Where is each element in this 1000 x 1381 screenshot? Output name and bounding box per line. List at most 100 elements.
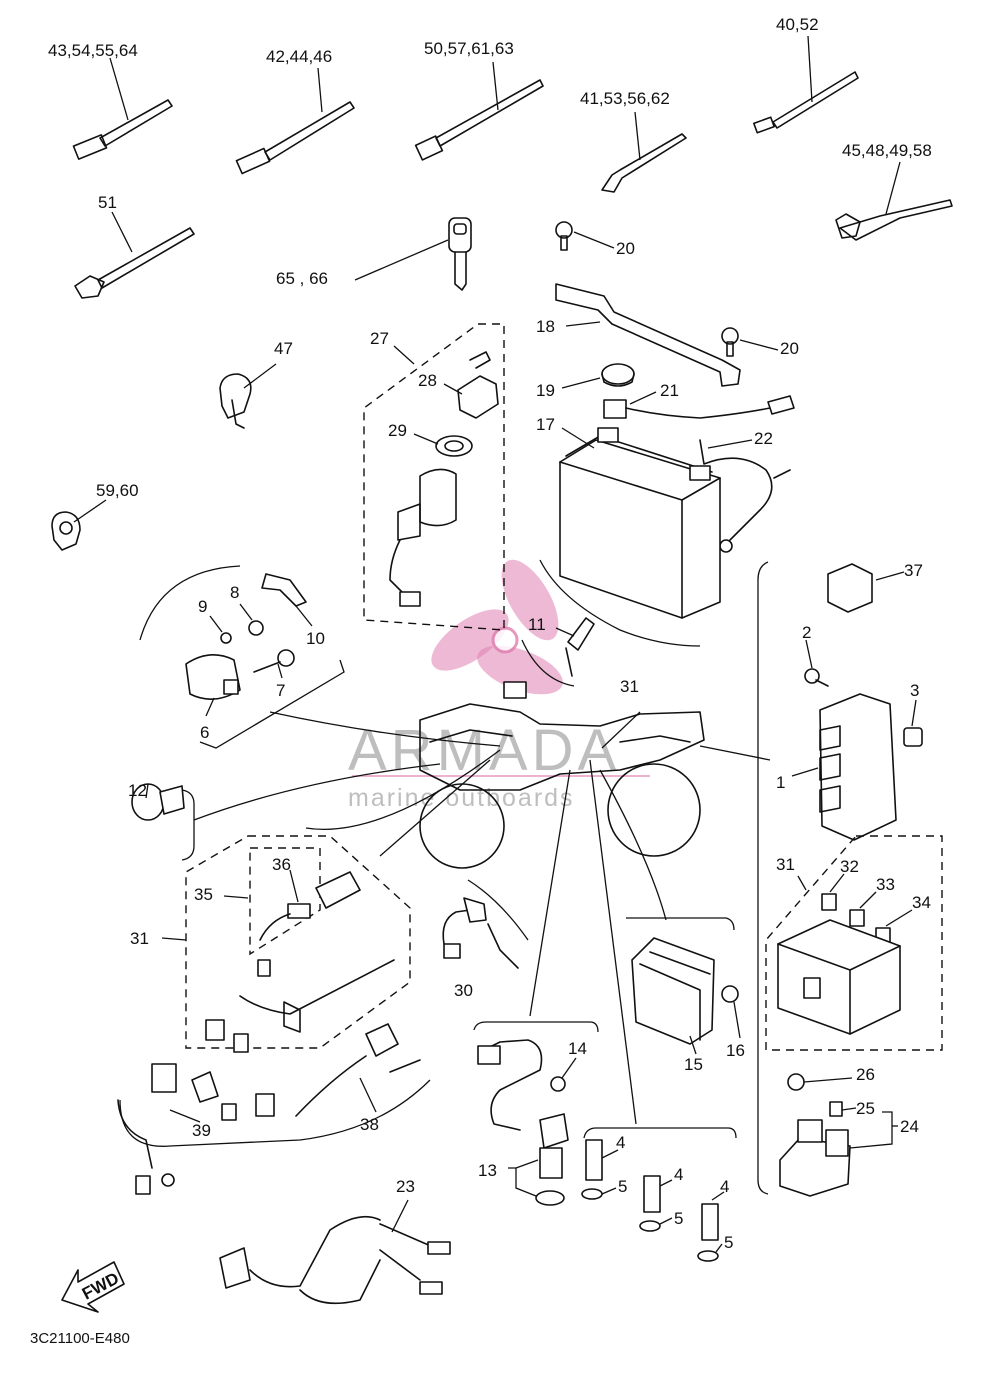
- switch-4-5-set: [581, 1139, 725, 1262]
- battery-cable-21: [603, 391, 795, 419]
- callout-label: 65 , 66: [276, 269, 328, 288]
- callout-label: 21: [660, 381, 679, 400]
- callout-label: 39: [192, 1121, 211, 1140]
- rectifier-bracket: [626, 917, 735, 931]
- grommet-3: [903, 699, 923, 747]
- atv-silhouette: [419, 681, 705, 869]
- callout-label: 27: [370, 329, 389, 348]
- callout-label: 16: [726, 1041, 745, 1060]
- callout-label: 32: [840, 857, 859, 876]
- callout-label: 6: [200, 723, 209, 742]
- callout-label: 8: [230, 583, 239, 602]
- callout-label: 24: [900, 1117, 919, 1136]
- watermark-brand: ARMADA: [348, 718, 620, 783]
- callout-label: 14: [568, 1039, 587, 1058]
- cdi-unit-1: [791, 693, 897, 841]
- callout-label: 4: [616, 1133, 625, 1152]
- callout-label: 29: [388, 421, 407, 440]
- sub-harness-group: [185, 835, 411, 1049]
- callout-label: 35: [194, 885, 213, 904]
- bolt-8: [239, 603, 264, 636]
- callout-label: 25: [856, 1099, 875, 1118]
- thermo-switch-12: [131, 783, 185, 821]
- propeller-logo-icon: [431, 559, 563, 695]
- wire-harness-38: [221, 1023, 421, 1121]
- callout-label: 19: [536, 381, 555, 400]
- callout-label: 34: [912, 893, 931, 912]
- callout-label: 51: [98, 193, 117, 212]
- bolt-20a: [555, 221, 615, 251]
- callout-label: 45,48,49,58: [842, 141, 932, 160]
- callout-label: 42,44,46: [266, 47, 332, 66]
- callout-label: 5: [674, 1209, 683, 1228]
- coil-6: [185, 654, 241, 717]
- switch-bracket: [583, 1127, 737, 1139]
- callout-label: 12: [128, 781, 147, 800]
- callout-label: 7: [276, 681, 285, 700]
- fwd-arrow-icon: FWD: [61, 1261, 125, 1313]
- rectifier-15: [631, 937, 715, 1055]
- callout-label: 10: [306, 629, 325, 648]
- battery-group-bracket: [539, 559, 701, 647]
- callout-label: 5: [618, 1177, 627, 1196]
- cable-tie-4: [753, 35, 859, 134]
- callout-label: 20: [780, 339, 799, 358]
- callout-label: 18: [536, 317, 555, 336]
- cable-tie-6: [835, 161, 953, 241]
- diagram-code: 3C21100-E480: [30, 1330, 130, 1347]
- lead-23: [219, 1199, 451, 1305]
- sub-harness: [205, 869, 395, 1053]
- lead-30-bracket: [467, 879, 529, 941]
- callout-label: 59,60: [96, 481, 139, 500]
- bolt-16: [721, 985, 741, 1039]
- fuse-box-group: [765, 835, 943, 1051]
- callout-label: 17: [536, 415, 555, 434]
- sub-lead-group: [249, 847, 321, 956]
- atv-leaders: [193, 711, 771, 1125]
- lead-30: [442, 897, 519, 969]
- callout-label: 20: [616, 239, 635, 258]
- relay-37: [827, 563, 905, 613]
- cable-tie-2: [235, 67, 355, 175]
- callout-label: 23: [396, 1177, 415, 1196]
- callout-label: 50,57,61,63: [424, 39, 514, 58]
- clamp-47: [219, 363, 277, 429]
- watermark-tagline: marine outboards: [348, 784, 575, 812]
- bolt-20b: [721, 327, 779, 357]
- callout-label: 15: [684, 1055, 703, 1074]
- callout-label: 3: [910, 681, 919, 700]
- callout-label: 9: [198, 597, 207, 616]
- battery-17: [559, 427, 721, 619]
- right-group-bracket: [757, 561, 769, 1195]
- sensor-bracket: [473, 1021, 599, 1033]
- callout-label: 1: [776, 773, 785, 792]
- coil-group-bracket: [199, 659, 345, 749]
- callout-label: 26: [856, 1065, 875, 1084]
- cable-tie-5: [601, 111, 687, 193]
- callout-label: 28: [418, 371, 437, 390]
- callout-label: 5: [724, 1233, 733, 1252]
- harness-outline: [119, 1079, 431, 1147]
- callout-label: 4: [674, 1165, 683, 1184]
- washer-9: [209, 615, 232, 644]
- clamp-59-60: [51, 499, 107, 551]
- callout-label: 22: [754, 429, 773, 448]
- callout-label: 41,53,56,62: [580, 89, 670, 108]
- speed-sensor: [477, 1039, 577, 1206]
- damper-19: [561, 363, 635, 389]
- starter-relay: [779, 1073, 898, 1197]
- fuse-33: [849, 891, 877, 927]
- fuse-box: [777, 919, 901, 1035]
- screw-2: [804, 639, 829, 687]
- callout-label: 31: [130, 929, 149, 948]
- callout-label: 4: [720, 1177, 729, 1196]
- callout-label: 30: [454, 981, 473, 1000]
- plug-cap-10: [261, 573, 313, 627]
- cable-tie-7: [74, 211, 195, 299]
- callout-label: 31: [620, 677, 639, 696]
- wire-harness-39: [117, 1063, 219, 1195]
- callout-label: 11: [528, 615, 546, 634]
- callout-label: 13: [478, 1161, 497, 1180]
- callout-labels: 43,54,55,64 42,44,46 50,57,61,63 40,52 4…: [48, 15, 932, 1252]
- callout-label: 40,52: [776, 15, 819, 34]
